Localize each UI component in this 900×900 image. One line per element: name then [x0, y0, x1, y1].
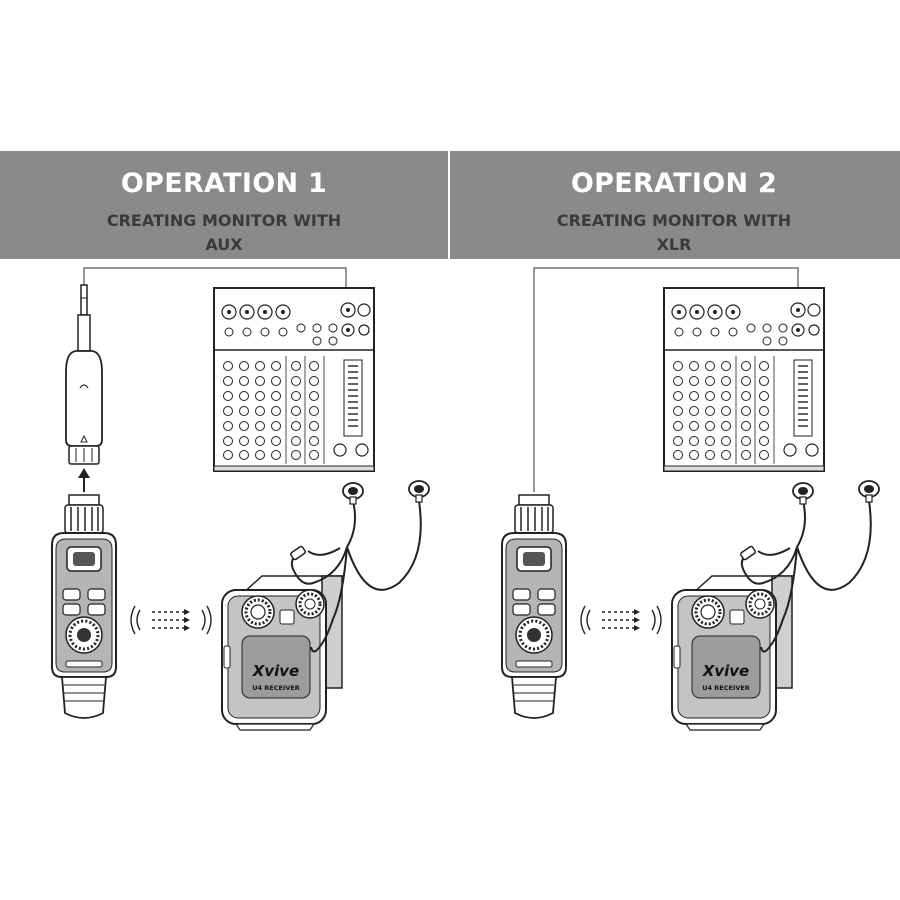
wireless-signal-icon: [580, 605, 662, 635]
receiver-2-label: Xvive U4 RECEIVER: [702, 662, 750, 692]
header-bar: [0, 151, 900, 259]
operation-1-title: OPERATION 1: [120, 168, 328, 199]
aux-cable: [83, 267, 347, 300]
operation-1-diagram: [50, 267, 430, 732]
receiver-1-label: Xvive U4 RECEIVER: [252, 662, 300, 692]
operation-2-subtitle: CREATING MONITOR WITH XLR: [450, 209, 898, 257]
mixer-icon: [213, 287, 375, 472]
receiver-icon: [220, 574, 344, 732]
transmitter-icon: [500, 493, 568, 720]
operation-2-header: OPERATION 2 CREATING MONITOR WITH XLR: [450, 151, 898, 259]
xlr-adapter-icon: [65, 284, 103, 492]
connection-diagram: Xvive U4 RECEIVER Xvive U4 RECEIVER: [50, 267, 880, 732]
wireless-signal-icon: [130, 605, 212, 635]
mixer-icon: [663, 287, 825, 472]
receiver-brand-label: Xvive: [702, 662, 749, 680]
receiver-model-label: U4 RECEIVER: [252, 684, 300, 692]
operation-1-subtitle-line1: CREATING MONITOR WITH: [106, 211, 342, 230]
operation-2-subtitle-line1: CREATING MONITOR WITH: [556, 211, 792, 230]
operation-2-title: OPERATION 2: [570, 168, 778, 199]
xlr-cable: [533, 267, 799, 492]
receiver-brand-label: Xvive: [252, 662, 299, 680]
operation-1-subtitle-line2: AUX: [205, 235, 243, 254]
operation-1-subtitle: CREATING MONITOR WITH AUX: [0, 209, 448, 257]
header-divider: [448, 151, 450, 259]
operation-2-diagram: [500, 267, 880, 732]
receiver-icon: [670, 574, 794, 732]
receiver-model-label: U4 RECEIVER: [702, 684, 750, 692]
operation-2-subtitle-line2: XLR: [656, 235, 692, 254]
transmitter-icon: [50, 493, 118, 720]
operation-1-header: OPERATION 1 CREATING MONITOR WITH AUX: [0, 151, 448, 259]
